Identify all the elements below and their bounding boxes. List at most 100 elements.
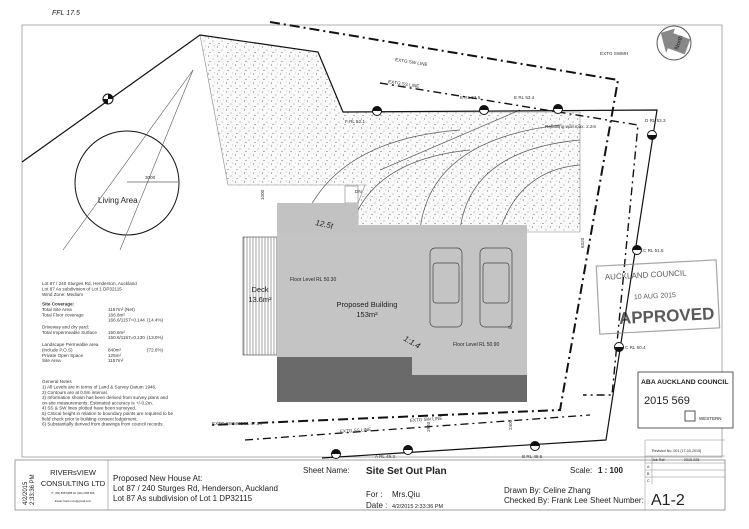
- site-info-line: Lot 87 As subdivision of Lot 1 DP32115: [42, 287, 122, 292]
- svg-text:APPROVED: APPROVED: [619, 304, 715, 328]
- sheet-name: Site Set Out Plan: [366, 466, 447, 477]
- ext-label: EXTG SWMH: [600, 51, 628, 56]
- general-note: 5) Critical height in relation to bounda…: [42, 411, 173, 416]
- scale-label: Scale:: [570, 466, 592, 475]
- company-name: CONSULTING LTD: [41, 479, 106, 488]
- proposed-building: [242, 203, 527, 402]
- ext-label: EXTG SS LINE: [388, 79, 420, 89]
- svg-text:ABA AUCKLAND COUNCIL: ABA AUCKLAND COUNCIL: [641, 379, 728, 386]
- car-icon: [479, 247, 513, 328]
- rl-label: F RL 52.1: [345, 119, 365, 124]
- ss-line: [379, 82, 639, 396]
- date-label: Date :: [366, 501, 387, 510]
- project-title: Proposed New House At:: [113, 474, 202, 483]
- coverage-value: 840m²: [108, 348, 121, 353]
- date-value: 4/2/2015 2:33:36 PM: [392, 504, 443, 510]
- retaining-wall-label: Retaining wall max. 2.2m: [545, 124, 596, 129]
- for-value: Mrs.Qiu: [392, 490, 420, 499]
- site-info-block: Lot 87 / 240 Sturges Rd, Henderson, Auck…: [42, 281, 173, 427]
- revision-row: B: [647, 472, 650, 476]
- north-arrow-icon: North: [656, 25, 692, 61]
- dn-label: DN: [355, 189, 362, 194]
- site-info-line: Lot 87 / 240 Sturges Rd, Henderson, Auck…: [42, 281, 137, 286]
- top-label: FFL 17.5: [52, 10, 80, 17]
- coverage-label: Driveway and dry yard:: [42, 325, 89, 330]
- coverage-label: Site Area: [42, 358, 61, 363]
- living-area-zone: 3000 Living Area: [62, 69, 194, 251]
- company-email: Email: frank.rvcc@gmail.com: [55, 499, 92, 503]
- coverage-percent: (14.4%): [147, 318, 164, 323]
- scale-value: 1 : 100: [598, 466, 623, 475]
- coverage-percent: (72.6%): [147, 348, 164, 353]
- coverage-value: 1157m² (Net): [108, 307, 135, 312]
- general-note: 4) SS & SW lines plotted have been surve…: [42, 406, 136, 411]
- floor-level-label: Floor Level RL 50.30: [290, 277, 336, 283]
- revision-number: Revision No. 001 (17-03-2015): [652, 449, 701, 453]
- job-ref: 2015-025: [684, 458, 699, 462]
- ext-label: EXTG SWMH1 LL 47.54: [212, 421, 262, 426]
- deck-label: Deck: [251, 285, 268, 294]
- general-note: 3) Information shown has been derived fr…: [42, 395, 168, 400]
- project-address: Lot 87 / 240 Sturges Rd, Henderson, Auck…: [113, 484, 278, 493]
- ext-label: EXTG SW LINE: [410, 416, 443, 423]
- rl-label: C RL 51.6: [643, 248, 664, 253]
- coverage-value: 1157m²: [108, 358, 124, 363]
- rl-label: E RL 53.5: [460, 95, 481, 100]
- coverage-label: Total Site Area: [42, 307, 72, 312]
- living-dim-label: 3000: [145, 175, 156, 180]
- window-label: W: [508, 325, 513, 330]
- deck-area: 13.6m²: [248, 295, 272, 304]
- rl-label: B RL 49.5: [522, 454, 543, 459]
- svg-text:AUCKLAND COUNCIL: AUCKLAND COUNCIL: [605, 268, 688, 281]
- coverage-value: 166.6/1157=0.144: [108, 318, 145, 323]
- coverage-value: 125m²: [108, 353, 121, 358]
- coverage-label: (include P.O.S): [42, 348, 73, 353]
- sheet-number-label: Sheet Number:: [590, 496, 644, 505]
- title-block: 4/2/2015 2:33:36 PM RIVERsVIEW CONSULTIN…: [14, 439, 726, 511]
- general-note: 6) Substantially derived from drawings f…: [42, 422, 164, 427]
- checked-by: Checked By: Frank Lee: [504, 496, 588, 505]
- dim-label: 2400: [508, 419, 513, 430]
- coverage-label: Private Open Space: [42, 353, 84, 358]
- site-boundary: [21, 34, 658, 459]
- company-phone: P: (09) 838 9286 M: (021) 838 906: [52, 491, 95, 495]
- ext-label: EXTG SW LINE: [395, 57, 428, 67]
- floor-level-label: Floor Level RL 50.90: [453, 342, 499, 348]
- for-label: For :: [366, 490, 382, 499]
- dim-1000: 1000: [260, 189, 265, 200]
- driveway-area: [199, 34, 581, 233]
- svg-text:10 AUG 2015: 10 AUG 2015: [634, 292, 676, 301]
- general-note: on-site measurements. Estimated accuracy…: [42, 400, 153, 405]
- council-approved-stamp: AUCKLAND COUNCIL 10 AUG 2015 APPROVED: [595, 259, 721, 335]
- drawing-border: [21, 24, 723, 458]
- deck: [242, 236, 278, 356]
- site-coverage-title: Site Coverage:: [42, 302, 75, 307]
- aba-council-stamp: ABA AUCKLAND COUNCIL 2015 569 WESTERN: [637, 371, 734, 429]
- notes-title: General Notes: [42, 379, 72, 384]
- revision-row: C: [647, 479, 650, 483]
- svg-text:WESTERN: WESTERN: [699, 416, 722, 421]
- sheet-number: A1-2: [651, 492, 685, 509]
- coverage-label: Total Floor coverage: [42, 312, 84, 317]
- rl-label: D RL 53.3: [645, 118, 666, 123]
- revision-row: A: [647, 465, 650, 469]
- building-area: 153m²: [356, 310, 378, 319]
- site-info-line: Wind Zone: Medium: [42, 292, 83, 297]
- coverage-label: Landscape Permeable area: [42, 342, 99, 347]
- print-time: 2:33:36 PM: [30, 474, 36, 505]
- survey-markers: [102, 93, 657, 459]
- ss-line-bottom: [244, 414, 591, 441]
- general-note: field check prior to building consent lo…: [42, 416, 138, 421]
- ext-label: EXTG SS LINE: [340, 427, 372, 434]
- rl-label: A RL 49.3: [375, 454, 395, 459]
- dim-label: 6320: [580, 237, 585, 248]
- coverage-value: 150.6/1157=0.130: [108, 335, 145, 340]
- handwritten-note: 12.5t: [315, 218, 335, 231]
- rl-label: C RL 50.4: [625, 345, 646, 350]
- drawn-by: Drawn By: Celine Zhang: [504, 486, 591, 495]
- job-ref-label: Job Ref:: [652, 458, 665, 462]
- sw-line: [209, 21, 620, 426]
- coverage-label: Total Impermeable Surface: [42, 330, 97, 335]
- coverage-value: 150.6m²: [108, 330, 125, 335]
- building-label: Proposed Building: [337, 300, 398, 309]
